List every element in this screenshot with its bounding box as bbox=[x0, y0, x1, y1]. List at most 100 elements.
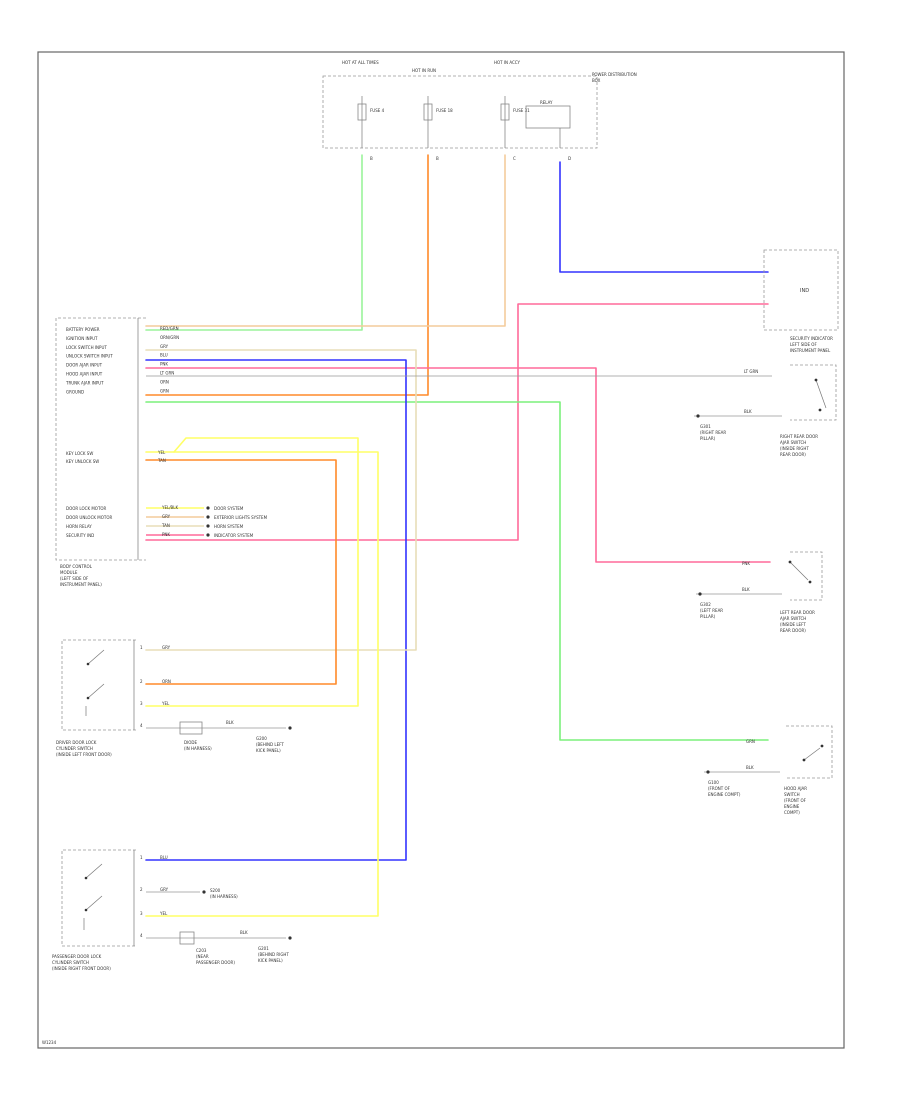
left-rear-door-ground-2: (LEFT REAR bbox=[700, 608, 723, 613]
bcm-group-3: DOOR LOCK MOTOR YEL/BLK DOOR SYSTEM DOOR UN… bbox=[66, 505, 268, 538]
power-distribution-box: HOT AT ALL TIMES HOT IN RUN HOT IN ACCY … bbox=[322, 60, 637, 161]
bcm-wire-color: GRY bbox=[160, 344, 169, 349]
hood-label-2: SWITCH bbox=[784, 792, 800, 797]
bcm-pin-label: DOOR LOCK MOTOR bbox=[66, 506, 107, 511]
driver-lock-diode-1: DIODE bbox=[184, 740, 197, 745]
hood-ground-2: (FRONT OF bbox=[708, 786, 731, 791]
passenger-lock-splice-mid-1: C203 bbox=[196, 948, 207, 953]
passenger-lock-ground-2: (BEHIND RIGHT bbox=[258, 952, 289, 957]
bcm-pin-label: DOOR UNLOCK MOTOR bbox=[66, 515, 112, 520]
hood-ajar-switch: GRN BLK G100 (FRONT OF ENGINE COMPT) HOO… bbox=[704, 725, 833, 815]
passenger-lock-ground-1: G201 bbox=[258, 946, 269, 951]
wire-passenger-lock-yellow bbox=[145, 451, 379, 917]
driver-lock-label-2: CYLINDER SWITCH bbox=[56, 746, 93, 751]
left-rear-door-label-3: (INSIDE LEFT bbox=[780, 622, 806, 627]
right-rear-door-ground-2: (RIGHT REAR bbox=[700, 430, 726, 435]
hood-label-5: COMPT) bbox=[784, 810, 800, 815]
driver-lock-pin: 3 bbox=[140, 701, 143, 706]
wire-hood-green bbox=[145, 401, 769, 741]
driver-lock-label-3: (INSIDE LEFT FRONT DOOR) bbox=[56, 752, 112, 757]
fuse-31: FUSE 31 bbox=[513, 108, 530, 113]
hood-label-4: ENGINE bbox=[784, 804, 800, 809]
driver-lock-wire-color: YEL bbox=[161, 701, 170, 706]
left-rear-door-label-1: LEFT REAR DOOR bbox=[780, 610, 815, 615]
passenger-lock-label-2: CYLINDER SWITCH bbox=[52, 960, 89, 965]
bcm-label-2: MODULE bbox=[60, 570, 78, 575]
fuse-label-hot-in-run: HOT IN RUN bbox=[412, 68, 436, 73]
fuse-label-hot-at-all-times: HOT AT ALL TIMES bbox=[342, 60, 379, 65]
hood-ground-1: G100 bbox=[708, 780, 719, 785]
passenger-lock-splice-1: S200 bbox=[210, 888, 221, 893]
right-rear-door-ground-1: G301 bbox=[700, 424, 711, 429]
fuse-label-power-distribution: POWER DISTRIBUTION bbox=[592, 72, 637, 77]
wire-fuse4-light-green bbox=[145, 154, 363, 331]
passenger-lock-pin: 1 bbox=[140, 855, 143, 860]
fuse-pin-b2: B bbox=[436, 156, 439, 161]
bcm-wire-color: YEL/BLK bbox=[161, 505, 179, 510]
driver-lock-ground-1: G200 bbox=[256, 736, 267, 741]
bcm-pin-label: LOCK SWITCH INPUT bbox=[66, 345, 107, 350]
driver-lock-diode-2: (IN HARNESS) bbox=[184, 746, 212, 751]
bcm-pin-label: BATTERY POWER bbox=[66, 327, 100, 332]
bcm-system-note: EXTERIOR LIGHTS SYSTEM bbox=[214, 515, 268, 520]
wire-driver-lock-orange bbox=[145, 459, 337, 685]
bcm-system-note: INDICATOR SYSTEM bbox=[214, 533, 254, 538]
bcm-pin-label: HOOD AJAR INPUT bbox=[66, 372, 103, 377]
fuse-18: FUSE 18 bbox=[436, 108, 453, 113]
hood-label-3: (FRONT OF bbox=[784, 798, 807, 803]
wire-relay-blue bbox=[559, 161, 769, 273]
right-rear-door-label-3: (INSIDE RIGHT bbox=[780, 446, 809, 451]
left-rear-door-wire-1: PNK bbox=[742, 561, 750, 566]
wire-fuse18-orange bbox=[145, 154, 429, 396]
driver-lock-ground-wire: BLK bbox=[226, 720, 234, 725]
relay-label: RELAY bbox=[540, 100, 553, 105]
passenger-lock-wire-color: GRY bbox=[160, 887, 169, 892]
wire-group bbox=[145, 154, 772, 917]
left-rear-door-label-4: REAR DOOR) bbox=[780, 628, 806, 633]
bcm-pin-label: KEY UNLOCK SW bbox=[66, 459, 99, 464]
fuse-pin-c: C bbox=[513, 156, 516, 161]
diagram-frame bbox=[37, 51, 845, 1049]
bcm-system-note: DOOR SYSTEM bbox=[214, 506, 244, 511]
bcm-pin-label: GROUND bbox=[66, 389, 84, 394]
passenger-lock-splice-mid-2: (NEAR bbox=[196, 954, 209, 959]
left-rear-door-ground-1: G302 bbox=[700, 602, 711, 607]
passenger-lock-wire-color: YEL bbox=[159, 911, 168, 916]
right-rear-door-label-4: REAR DOOR) bbox=[780, 452, 806, 457]
bcm-label-4: INSTRUMENT PANEL) bbox=[60, 582, 102, 587]
bcm-pin-label: DOOR AJAR INPUT bbox=[66, 363, 103, 368]
wire-fuse31-light-orange bbox=[145, 154, 506, 327]
right-rear-door-switch: LT GRN BLK G301 (RIGHT REAR PILLAR) RIGH… bbox=[694, 364, 837, 457]
bcm-label-3: (LEFT SIDE OF bbox=[60, 576, 89, 581]
fuse-pin-d: D bbox=[568, 156, 571, 161]
wire-lock-tan bbox=[145, 349, 417, 651]
bcm-wire-color: BLU bbox=[160, 353, 168, 358]
security-indicator-glyph: IND bbox=[800, 288, 809, 294]
bcm-wire-color: LT GRN bbox=[160, 371, 174, 376]
fuse-pin-b1: B bbox=[370, 156, 373, 161]
bcm-connection-dot bbox=[206, 506, 210, 510]
left-rear-door-label-2: AJAR SWITCH bbox=[780, 616, 806, 621]
security-indicator-label-2: LEFT SIDE OF bbox=[790, 342, 817, 347]
left-rear-door-wire-2: BLK bbox=[742, 587, 750, 592]
bcm-wire-color: TAN bbox=[161, 523, 170, 528]
security-indicator: IND SECURITY INDICATOR LEFT SIDE OF INST… bbox=[763, 249, 839, 353]
bcm-pin-label: IGNITION INPUT bbox=[66, 336, 98, 341]
footer-code: W1234 bbox=[42, 1040, 57, 1045]
bcm-wire-color: ORN/GRN bbox=[160, 335, 179, 340]
security-indicator-label-1: SECURITY INDICATOR bbox=[790, 336, 833, 341]
bcm-pin-label: HORN RELAY bbox=[66, 524, 92, 529]
bcm-wire-color: GRN bbox=[160, 388, 169, 393]
right-rear-door-label-1: RIGHT REAR DOOR bbox=[780, 434, 818, 439]
driver-lock-ground-3: KICK PANEL) bbox=[256, 748, 281, 753]
bcm-wire-color: TAN bbox=[157, 458, 166, 463]
left-rear-door-switch: PNK BLK G302 (LEFT REAR PILLAR) LEFT REA… bbox=[696, 551, 823, 633]
